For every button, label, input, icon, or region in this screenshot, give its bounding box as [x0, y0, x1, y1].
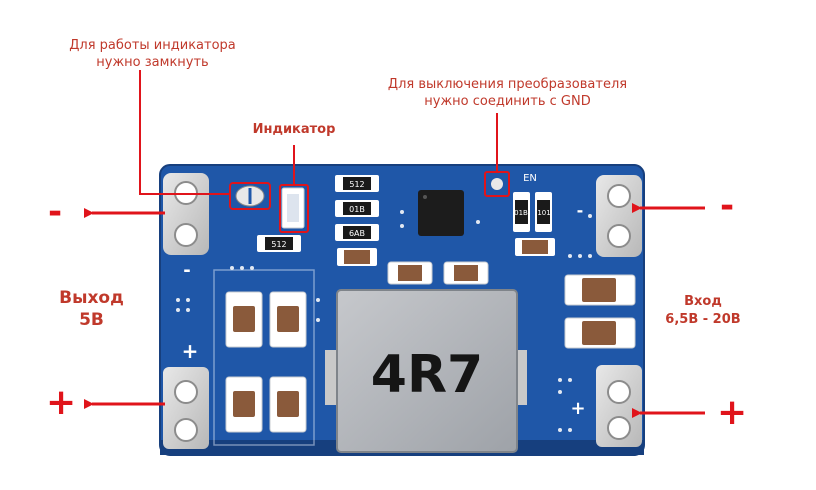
- indicator-note-line1: Для работы индикатора: [69, 38, 236, 53]
- input-minus-symbol: -: [720, 186, 735, 226]
- indicator-title: Индикатор: [252, 122, 336, 137]
- indicator-jumper: [235, 185, 265, 207]
- output-title: Выход 5В: [44, 287, 139, 331]
- inductor-marking: 4R7: [371, 345, 483, 405]
- silk-plus-left: +: [182, 339, 199, 363]
- silk-plus-right: +: [570, 398, 585, 419]
- converter-ic: [418, 190, 464, 236]
- input-plus-symbol: +: [717, 392, 748, 433]
- indicator-note-line2: нужно замкнуть: [96, 55, 209, 70]
- resistor-code-4: 512: [271, 240, 286, 249]
- vias: [176, 210, 592, 432]
- resistor-cluster: 512 01B 6AB: [335, 175, 379, 266]
- led-resistor: 512: [257, 235, 301, 252]
- output-title-line2: 5В: [79, 310, 104, 330]
- silk-minus-left: -: [183, 260, 190, 281]
- resistor-code-1: 512: [349, 180, 364, 189]
- output-title-line1: Выход: [59, 288, 124, 308]
- en-pad: EN: [491, 173, 537, 190]
- resistor-code-6: 101: [537, 209, 550, 217]
- input-capacitors: [564, 274, 636, 349]
- input-plus-pads: [596, 365, 642, 447]
- inductor: 4R7: [325, 289, 527, 453]
- indicator-note: Для работы индикатора нужно замкнуть: [40, 37, 265, 71]
- shutdown-note-line2: нужно соединить с GND: [424, 94, 591, 109]
- jumper-highlight-box: [229, 182, 271, 210]
- indicator-note-leader: [139, 70, 230, 195]
- output-plus-pads: [163, 367, 209, 449]
- silk-minus-right: -: [577, 201, 584, 220]
- output-capacitors: [225, 291, 307, 433]
- mid-capacitors: [387, 261, 489, 285]
- input-title-line2: 6,5В - 20В: [665, 312, 741, 327]
- output-minus-pads: [163, 173, 209, 255]
- input-title-line1: Вход: [684, 294, 722, 309]
- resistor-code-3: 6AB: [349, 229, 365, 238]
- input-minus-pads: [596, 175, 642, 257]
- output-minus-symbol: -: [48, 192, 63, 232]
- right-resistors: 01B 101: [513, 192, 555, 256]
- output-plus-symbol: +: [46, 382, 77, 423]
- shutdown-note-line1: Для выключения преобразователя: [387, 77, 628, 92]
- silkscreen-frame: [213, 269, 315, 446]
- input-title: Вход 6,5В - 20В: [648, 293, 758, 329]
- shutdown-note: Для выключения преобразователя нужно сое…: [360, 76, 655, 110]
- resistor-code-2: 01B: [349, 205, 365, 214]
- en-label: EN: [523, 173, 537, 184]
- indicator-led: [281, 187, 305, 229]
- resistor-code-5: 01B: [514, 209, 528, 217]
